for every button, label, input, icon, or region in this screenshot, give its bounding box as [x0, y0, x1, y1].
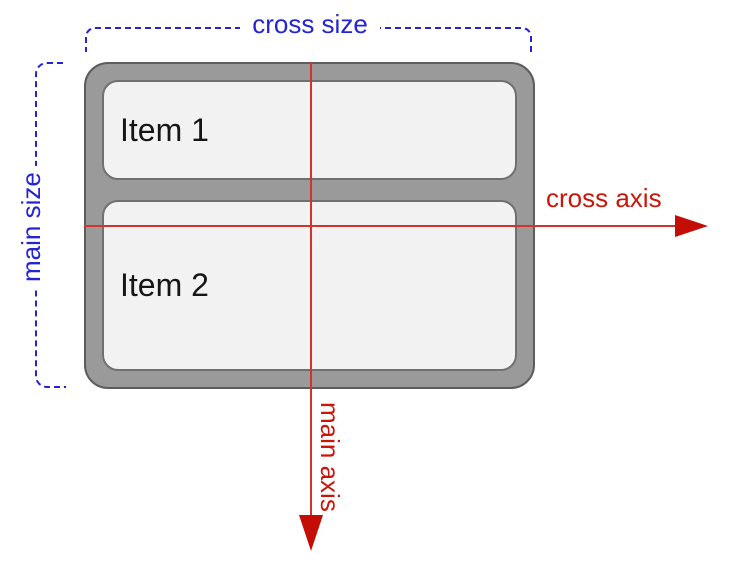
- arrow-right-icon: [675, 214, 708, 237]
- flex-item-2-label: Item 2: [120, 267, 209, 303]
- arrow-down-icon: [299, 515, 323, 551]
- cross-size-label: cross size: [240, 10, 380, 39]
- main-axis-line: [309, 62, 312, 516]
- main-axis-label: main axis: [315, 402, 345, 512]
- cross-axis-line: [84, 224, 676, 227]
- main-size-label: main size: [16, 166, 48, 288]
- flex-item-1-label: Item 1: [120, 111, 209, 148]
- cross-axis-label: cross axis: [546, 183, 662, 213]
